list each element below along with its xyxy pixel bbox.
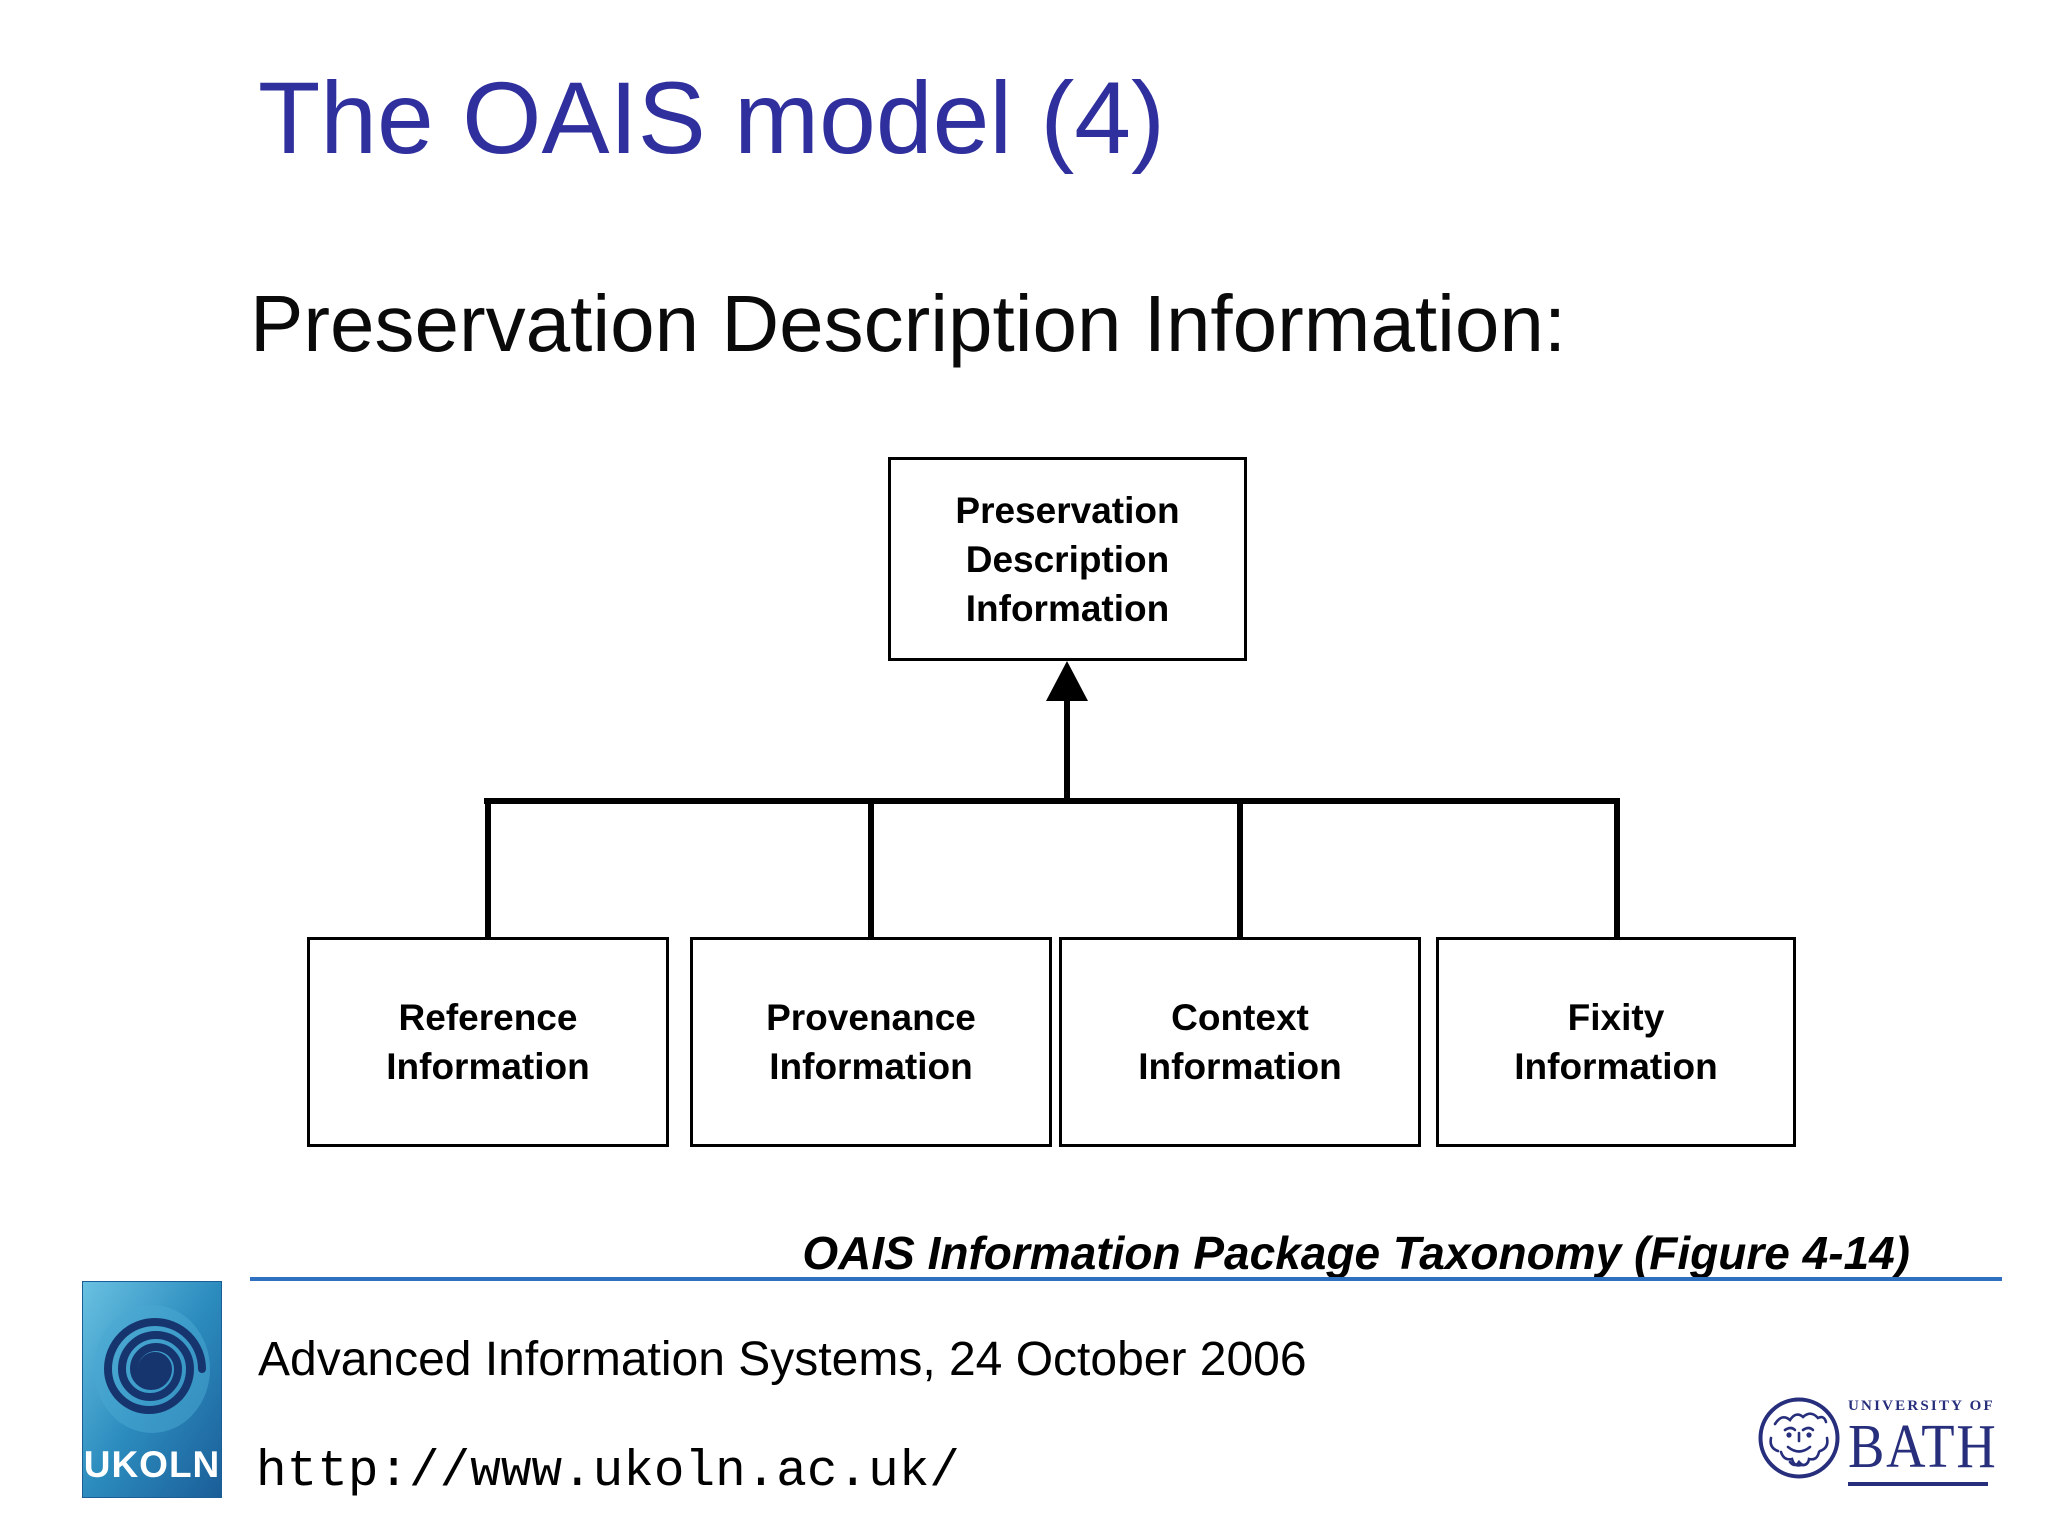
node-label: Provenance Information [766, 997, 976, 1087]
footer-url-text: http://www.ukoln.ac.uk/ [256, 1444, 960, 1501]
connector-arrow-line [1064, 696, 1070, 802]
node-preservation-description-information: Preservation Description Information [888, 457, 1247, 661]
connector-vertical-provenance [868, 798, 874, 939]
connector-vertical-fixity [1614, 798, 1620, 939]
bath-crest-icon [1758, 1397, 1840, 1479]
page-title: The OAIS model (4) [258, 61, 1165, 175]
node-label: Context Information [1138, 997, 1342, 1087]
node-reference-information: Reference Information [307, 937, 669, 1147]
figure-caption: OAIS Information Package Taxonomy (Figur… [802, 1227, 1910, 1279]
ukoln-logo: UKOLN [81, 1280, 223, 1499]
bath-logo-text: UNIVERSITY OF BATH [1848, 1398, 2028, 1486]
footer-course-text: Advanced Information Systems, 24 October… [258, 1333, 1307, 1386]
bath-logo [1757, 1396, 1841, 1480]
ukoln-spiral-icon: UKOLN [81, 1280, 223, 1499]
node-label: Reference Information [386, 997, 590, 1087]
slide-subtitle: Preservation Description Information: [250, 279, 1567, 368]
bath-logo-line1: UNIVERSITY OF [1848, 1398, 1995, 1414]
footer-divider-line [250, 1277, 2002, 1281]
ukoln-logo-label: UKOLN [84, 1444, 221, 1485]
connector-horizontal-line [484, 798, 1620, 804]
connector-vertical-context [1237, 798, 1243, 939]
node-provenance-information: Provenance Information [690, 937, 1052, 1147]
node-label: Preservation Description Information [955, 489, 1180, 629]
node-fixity-information: Fixity Information [1436, 937, 1796, 1147]
bath-logo-underline [1848, 1482, 1988, 1486]
bath-logo-line2: BATH [1848, 1413, 1998, 1481]
arrow-up-icon [1046, 661, 1088, 701]
node-context-information: Context Information [1059, 937, 1421, 1147]
node-label: Fixity Information [1514, 997, 1718, 1087]
connector-vertical-reference [485, 798, 491, 939]
